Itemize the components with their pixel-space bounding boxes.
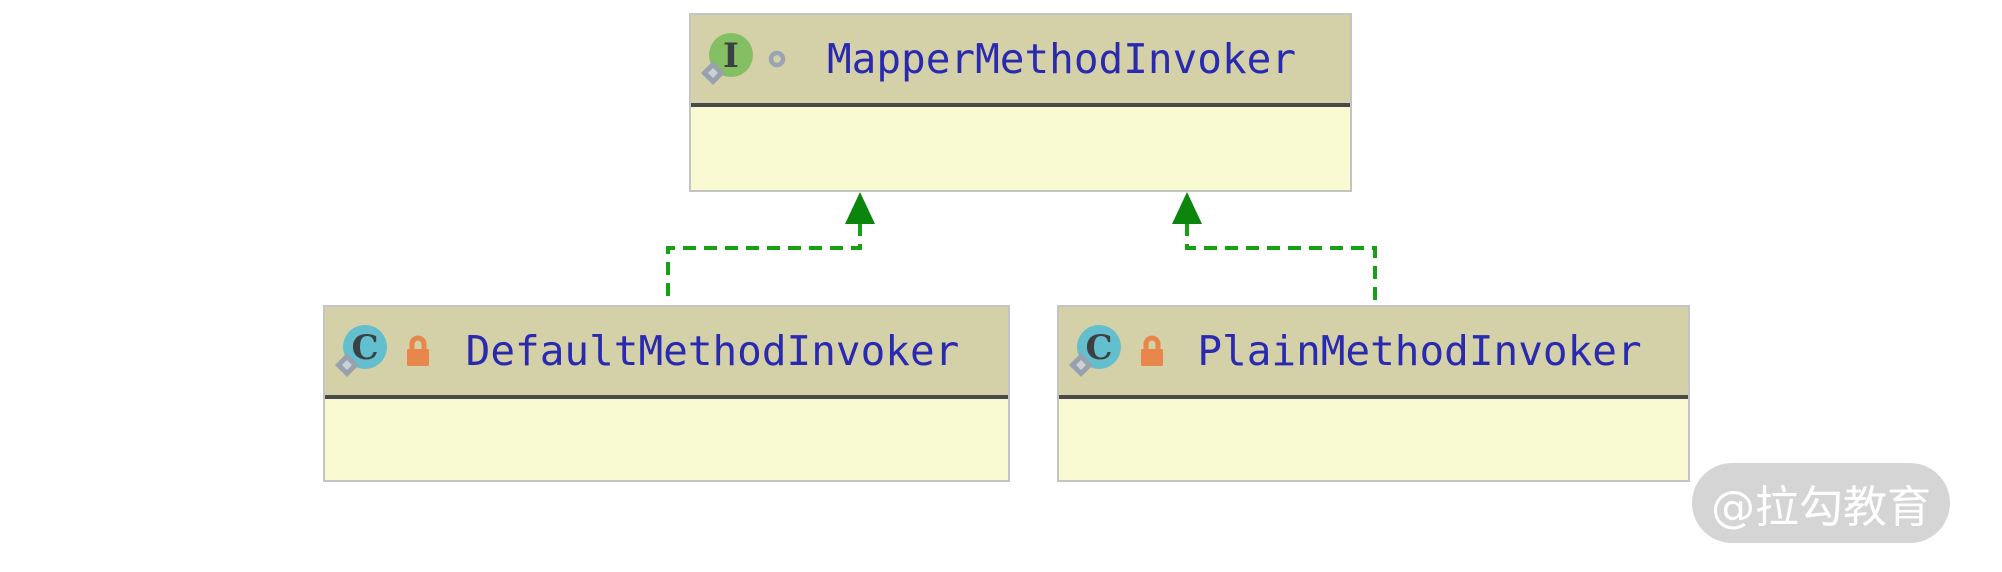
- node-members-section: [691, 107, 1350, 190]
- implements-edge-default-to-mapper: [666, 192, 875, 304]
- watermark-text: @拉勾教育: [1711, 482, 1931, 533]
- class-node-plainmethodinvoker[interactable]: C PlainMethodInvoker: [1057, 305, 1690, 482]
- class-icon-letter: C: [351, 328, 378, 368]
- diamond-badge-icon: [1068, 352, 1094, 378]
- interface-name: MapperMethodInvoker: [827, 35, 1296, 83]
- class-icon: C: [1068, 325, 1121, 378]
- visibility-ring-icon: [768, 50, 786, 68]
- node-header: I MapperMethodInvoker: [691, 15, 1350, 107]
- implements-arrowhead: [1172, 192, 1202, 224]
- node-members-section: [1059, 399, 1688, 480]
- diamond-badge-icon: [334, 352, 360, 378]
- class-icon-letter: C: [1085, 328, 1112, 368]
- class-icon: C: [334, 325, 387, 378]
- class-name: DefaultMethodInvoker: [465, 327, 960, 375]
- node-members-section: [325, 399, 1008, 480]
- interface-node-mappermethodinvoker[interactable]: I MapperMethodInvoker: [689, 13, 1352, 192]
- lock-icon: [407, 335, 429, 366]
- interface-icon: I: [700, 33, 753, 86]
- lock-icon: [1141, 335, 1163, 366]
- class-node-defaultmethodinvoker[interactable]: C DefaultMethodInvoker: [323, 305, 1010, 482]
- watermark-badge: @拉勾教育: [1692, 463, 1950, 543]
- implements-edge-plain-to-mapper: [1172, 192, 1377, 304]
- node-header: C DefaultMethodInvoker: [325, 307, 1008, 399]
- class-name: PlainMethodInvoker: [1197, 327, 1642, 375]
- implements-arrowhead: [845, 192, 875, 224]
- node-header: C PlainMethodInvoker: [1059, 307, 1688, 399]
- interface-icon-letter: I: [723, 36, 739, 76]
